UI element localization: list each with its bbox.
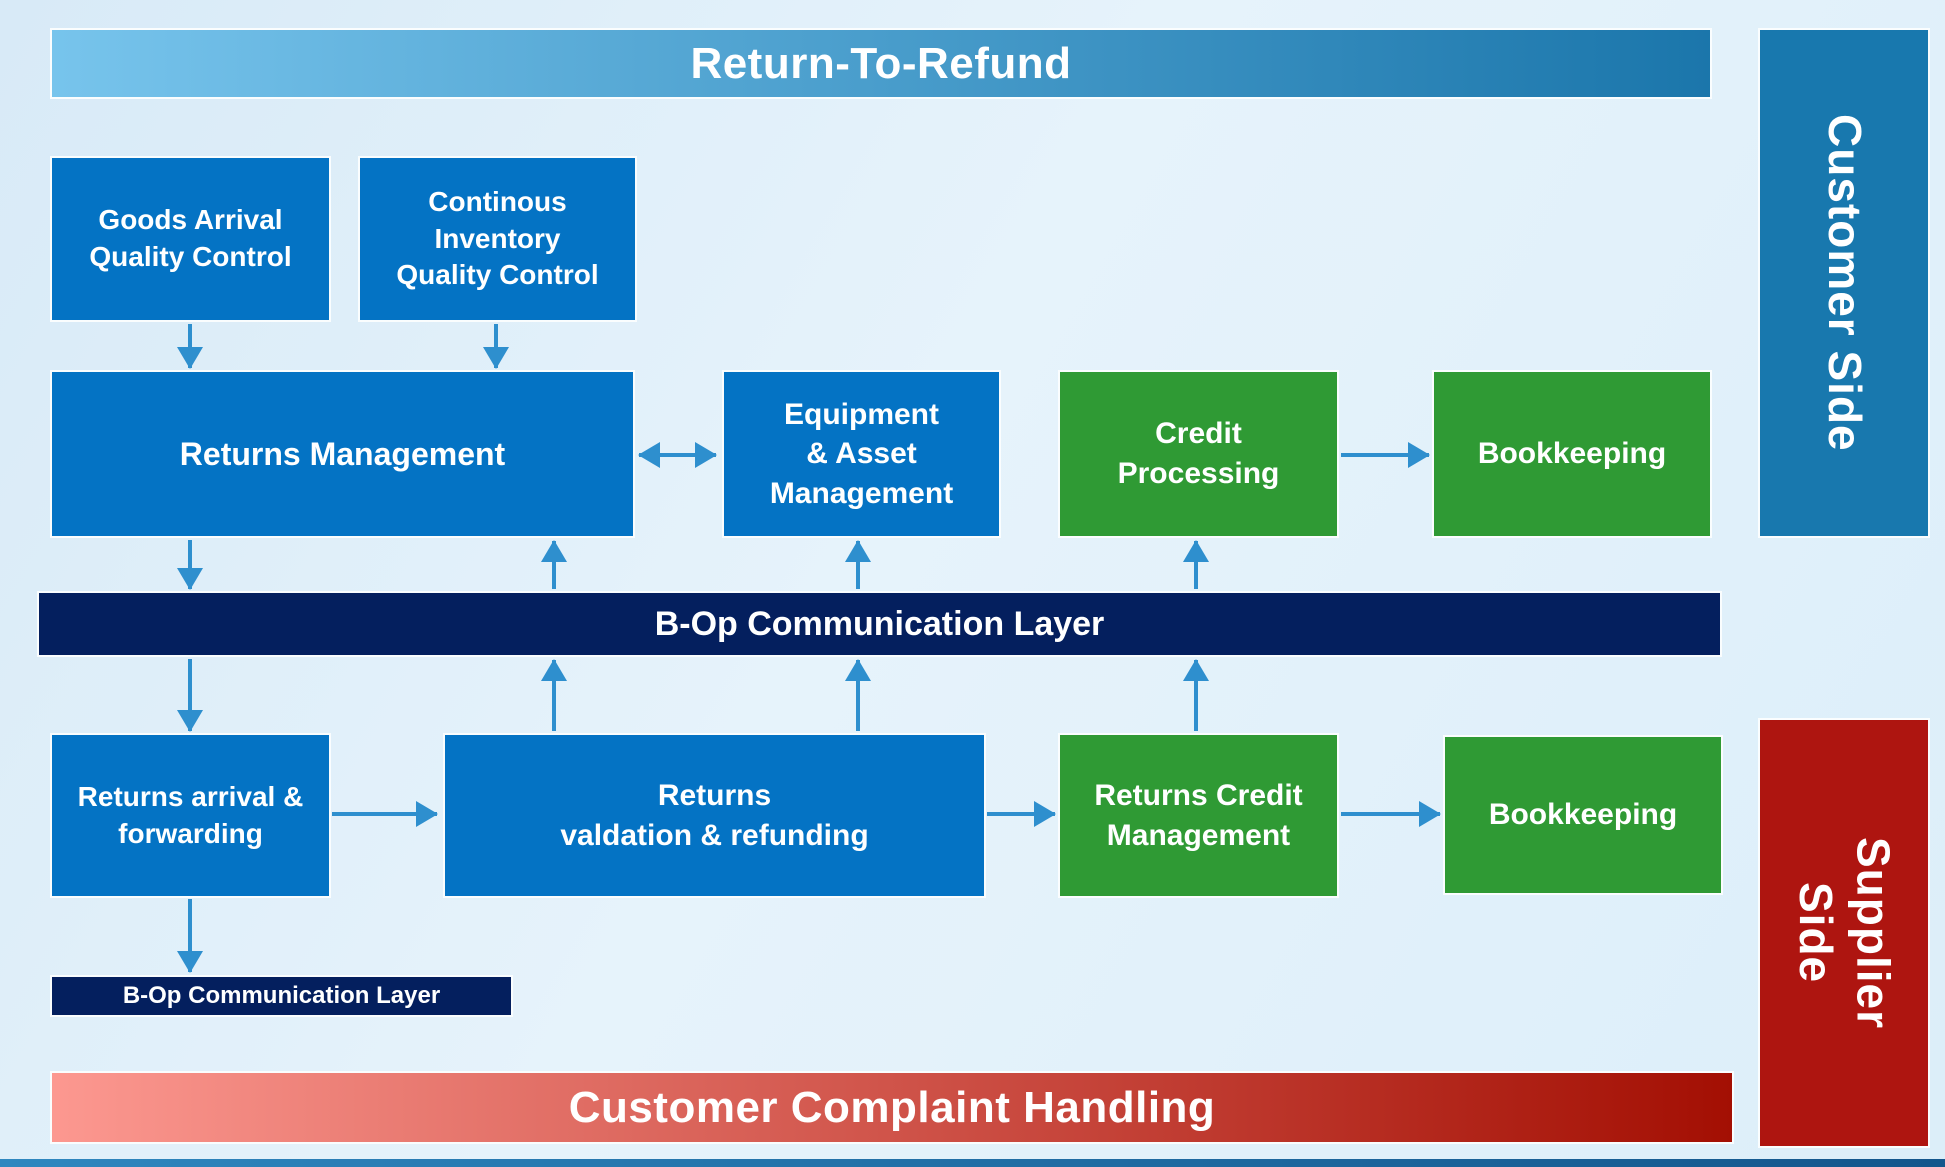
bop-communication-layer-label: B-Op Communication Layer [654, 604, 1105, 643]
customer-side-banner: Customer Side [1758, 28, 1930, 538]
credit-processing-label: Credit Processing [1117, 417, 1280, 490]
continuous-inventory-quality-control-box: Continous Inventory Quality Control [358, 156, 637, 322]
supplier-side-banner: Supplier Side [1758, 718, 1930, 1148]
continuous-inventory-quality-control-label: Continous Inventory Quality Control [396, 185, 599, 291]
supplier-side-label: Supplier Side [1790, 836, 1900, 1030]
returns-management-box: Returns Management [50, 370, 635, 538]
credit-processing-box: Credit Processing [1058, 370, 1339, 538]
customer-complaint-handling-label: Customer Complaint Handling [568, 1082, 1216, 1132]
bop-communication-layer-bar: B-Op Communication Layer [37, 591, 1722, 657]
bop-communication-layer-small-label: B-Op Communication Layer [122, 982, 441, 1009]
customer-side-label: Customer Side [1818, 114, 1871, 452]
header-title: Return-To-Refund [690, 38, 1072, 88]
bottom-edge-strip [0, 1159, 1945, 1167]
returns-management-label: Returns Management [179, 435, 506, 472]
equipment-asset-management-label: Equipment & Asset Management [769, 397, 954, 510]
bookkeeping-bottom-label: Bookkeeping [1488, 798, 1678, 832]
returns-validation-refunding-label: Returns valdation & refunding [560, 778, 869, 852]
bookkeeping-top-box: Bookkeeping [1432, 370, 1712, 538]
bookkeeping-top-label: Bookkeeping [1477, 437, 1667, 471]
goods-arrival-quality-control-label: Goods Arrival Quality Control [89, 204, 292, 272]
bop-communication-layer-small-bar: B-Op Communication Layer [50, 975, 513, 1017]
header-banner: Return-To-Refund [50, 28, 1712, 99]
goods-arrival-quality-control-box: Goods Arrival Quality Control [50, 156, 331, 322]
customer-complaint-handling-banner: Customer Complaint Handling [50, 1071, 1734, 1144]
equipment-asset-management-box: Equipment & Asset Management [722, 370, 1001, 538]
returns-arrival-forwarding-box: Returns arrival & forwarding [50, 733, 331, 898]
returns-credit-management-label: Returns Credit Management [1094, 778, 1303, 852]
returns-validation-refunding-box: Returns valdation & refunding [443, 733, 986, 898]
returns-credit-management-box: Returns Credit Management [1058, 733, 1339, 898]
returns-arrival-forwarding-label: Returns arrival & forwarding [77, 780, 304, 849]
bookkeeping-bottom-box: Bookkeeping [1443, 735, 1723, 895]
